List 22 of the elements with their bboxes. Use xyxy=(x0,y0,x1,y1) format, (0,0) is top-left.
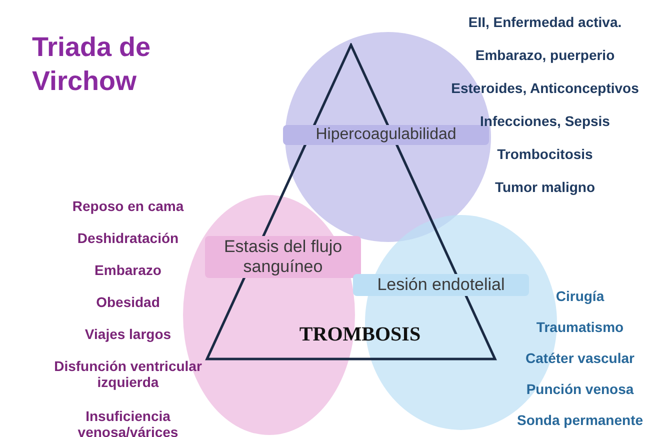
risk-factor-text: Disfunción ventricular izquierda xyxy=(53,358,203,390)
diagram-title: Triada de Virchow xyxy=(32,31,152,98)
risk-factor-text: Obesidad xyxy=(96,294,160,310)
circle-label: Lesión endotelial xyxy=(353,274,529,296)
risk-factor-text: Embarazo xyxy=(94,262,162,278)
circle-label: Hipercoagulabilidad xyxy=(283,125,489,145)
risk-factor-text: Catéter vascular xyxy=(526,350,634,366)
risk-factor-text: Tumor maligno xyxy=(494,179,596,195)
risk-factor-text: Punción venosa xyxy=(526,381,634,397)
risk-factor-text: Reposo en cama xyxy=(72,198,184,214)
risk-factor-text: Trombocitosis xyxy=(497,146,593,162)
risk-factor-text: Insuficiencia venosa/várices xyxy=(76,408,180,437)
risk-factor-text: Esteroides, Anticonceptivos xyxy=(451,80,639,96)
circle-label: Estasis del flujo sanguíneo xyxy=(205,236,361,278)
risk-factor-text: Traumatismo xyxy=(536,319,624,335)
risk-factor-text: Deshidratación xyxy=(77,230,179,246)
risk-factor-text: EII, Enfermedad activa. xyxy=(468,14,622,30)
center-label: TROMBOSIS xyxy=(299,324,421,346)
risk-factor-text: Sonda permanente xyxy=(516,412,644,428)
risk-factor-text: Cirugía xyxy=(556,288,604,304)
risk-factor-text: Viajes largos xyxy=(84,326,172,342)
risk-factor-text: Embarazo, puerperio xyxy=(475,47,615,63)
